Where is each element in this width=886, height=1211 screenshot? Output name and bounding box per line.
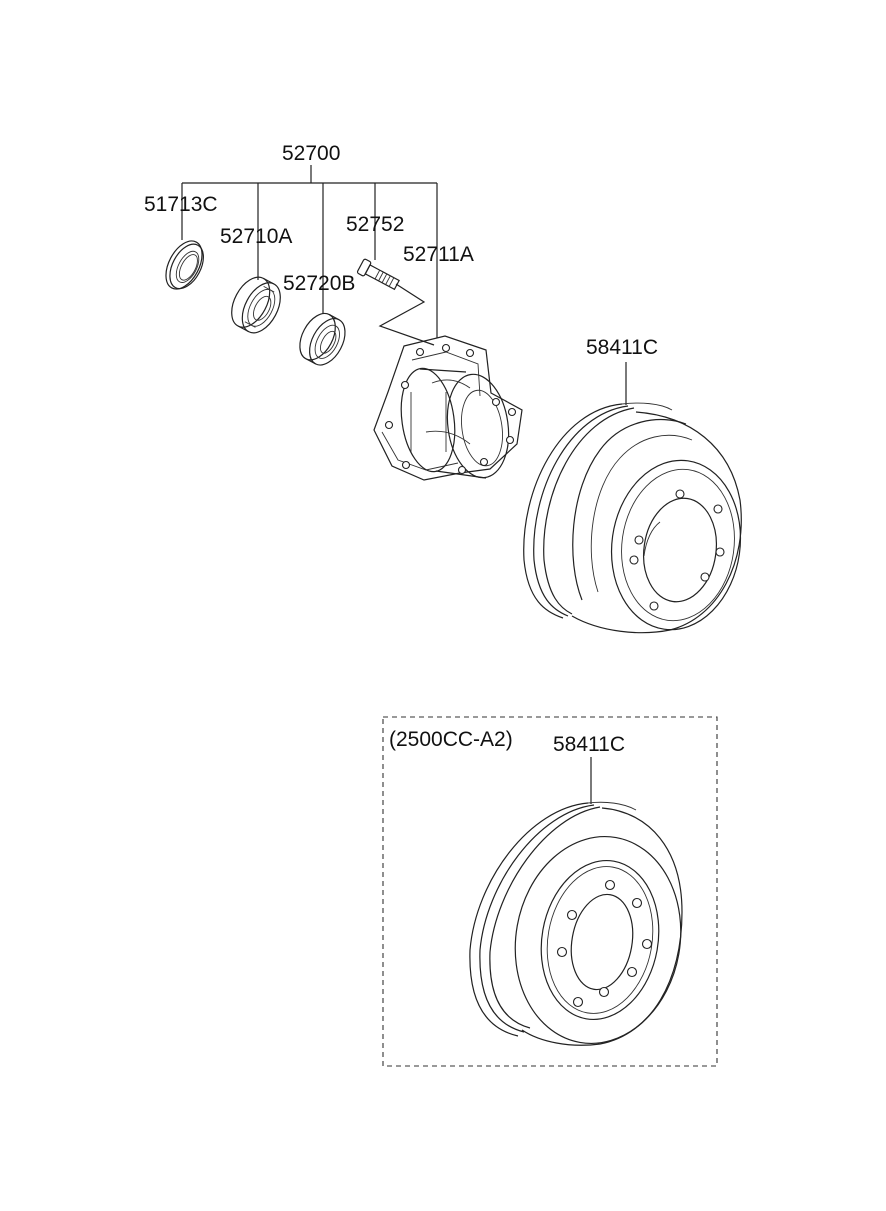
variant-box: (2500CC-A2) 58411C (382, 716, 718, 1067)
label-bearing-outer: 52710A (220, 225, 292, 248)
label-assembly-52700: 52700 (282, 142, 340, 165)
label-oil-seal: 51713C (144, 193, 218, 216)
brake-drum-main (523, 362, 742, 634)
hub-part (373, 335, 523, 481)
assembly-leader-tree (181, 165, 438, 346)
brake-drum-variant (469, 801, 683, 1046)
label-variant-note: (2500CC-A2) (389, 728, 513, 751)
bearing-inner-part (299, 312, 346, 366)
label-drum-main: 58411C (586, 336, 658, 359)
label-hub: 52711A (403, 243, 474, 266)
oil-seal-part (165, 240, 204, 290)
bolt-part (356, 258, 400, 291)
label-bolt: 52752 (346, 213, 404, 236)
label-drum-variant: 58411C (553, 733, 625, 756)
label-bearing-inner: 52720B (283, 272, 355, 295)
bearing-outer-part (231, 276, 281, 334)
